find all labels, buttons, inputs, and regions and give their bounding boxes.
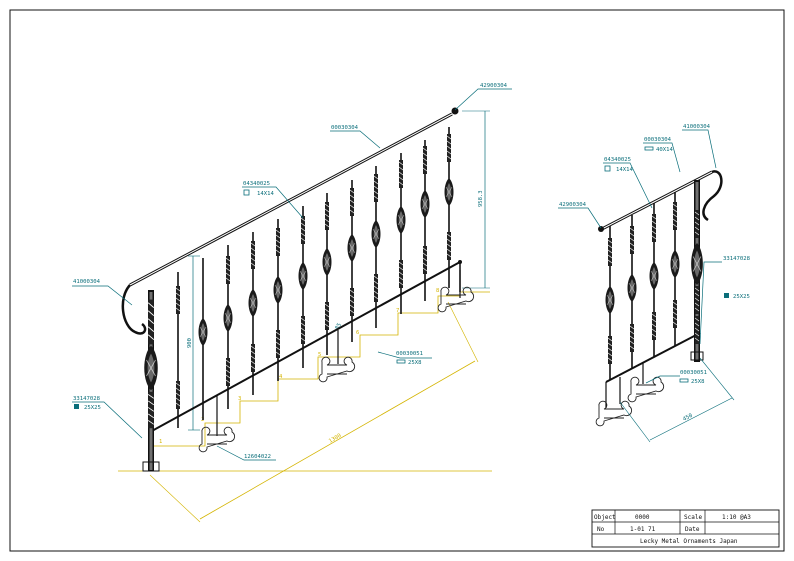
square-tube-icon (724, 293, 729, 298)
dimension-length-right: 450 (619, 357, 735, 443)
scale-value: 1:10 @A3 (722, 514, 751, 521)
callout-bottom-rail-size-right: 25X8 (691, 379, 705, 385)
callout-top-cap: 42900304 (480, 83, 508, 89)
callout-bottom-rail-code-right: 00030051 (680, 370, 707, 376)
callout-baluster-code-right: 04340025 (604, 157, 631, 163)
title-block: Object 0000 Scale 1:10 @A3 No 1-01 71 Da… (591, 509, 780, 548)
step-number: 7 (396, 308, 399, 314)
callout-baluster-size: 14X14 (257, 191, 274, 197)
dimension-height-left-value: 900 (187, 338, 193, 348)
floor-plate-right (627, 376, 665, 403)
callout-scroll-end-right: 41000304 (683, 124, 711, 130)
bottom-rail (149, 261, 461, 433)
step-number: 1 (159, 439, 162, 445)
scroll-end-right (702, 170, 723, 222)
object-value: 0000 (635, 514, 650, 521)
callout-baluster-code: 04340025 (243, 181, 270, 187)
callout-newel-code: 33147028 (73, 396, 101, 402)
callout-scroll-end: 41000304 (73, 279, 101, 285)
callout-top-cap-right: 42900304 (559, 202, 587, 208)
flat-bar-icon (679, 378, 689, 383)
baluster-ornaments (175, 133, 454, 410)
date-label: Date (685, 526, 700, 533)
callout-handrail-right: 00030304 (644, 137, 672, 143)
dimension-height-left: 900 (187, 255, 200, 431)
bottom-rail-right (605, 332, 701, 383)
dimension-height-right-value: 958.3 (478, 190, 484, 207)
step-number: 8 (436, 288, 439, 294)
square-tube-icon (74, 404, 79, 409)
scale-label: Scale (684, 514, 702, 521)
top-cap (451, 107, 459, 115)
scroll-end (121, 284, 147, 335)
callout-baluster-size-right: 14X14 (616, 167, 633, 173)
callout-bottom-rail-code: 00030051 (396, 351, 423, 357)
callout-newel-size: 25X25 (84, 405, 101, 411)
callout-handrail-size-right: 40X14 (656, 147, 673, 153)
dimension-height-right: 958.3 (462, 110, 490, 289)
callout-newel-code-right: 33147028 (723, 256, 751, 262)
dimension-length-right-value: 450 (682, 413, 694, 423)
floor-plate-right (595, 400, 633, 427)
dimension-length: 1300 (149, 301, 479, 523)
top-cap-right (598, 226, 604, 232)
right-callout-leaders (558, 129, 722, 384)
newel-post-right (690, 180, 704, 362)
step-numbers: 1 2 3 4 5 6 7 8 (159, 288, 439, 445)
dimension-step-small: 85 (335, 322, 344, 331)
floor-plate (437, 286, 475, 313)
flat-bar-icon (396, 359, 406, 364)
stair-steps (149, 291, 490, 471)
company-name: Lecky Metal Ornaments Japan (640, 538, 738, 545)
balusters (177, 127, 450, 428)
callout-bottom-rail-size: 25X8 (408, 360, 422, 366)
newel-post (142, 290, 160, 472)
callout-newel-size-right: 25X25 (733, 294, 750, 300)
support-posts-right (619, 362, 644, 404)
square-bar-icon (604, 165, 611, 172)
callout-floor-plate: 12604022 (244, 454, 271, 460)
sheet-border (9, 9, 785, 552)
left-view: 1 2 3 4 5 6 7 8 1300 958.3 90 (72, 83, 512, 523)
no-value: 1-01 71 (630, 526, 656, 533)
floor-plate (318, 356, 356, 383)
step-number: 5 (318, 352, 321, 358)
support-posts (216, 270, 461, 436)
no-label: No (597, 526, 605, 533)
left-callout-leaders (72, 88, 512, 461)
step-number: 4 (279, 374, 283, 380)
callout-handrail: 00030304 (331, 125, 359, 131)
right-view: 450 00030304 40X14 04340025 14X14 410003… (558, 124, 751, 443)
flat-bar-icon (644, 146, 654, 151)
step-number: 3 (238, 396, 241, 402)
baluster-ornaments-right (605, 201, 680, 365)
square-bar-icon (243, 189, 250, 196)
object-label: Object (594, 514, 616, 521)
dimension-length-value: 1300 (328, 433, 342, 445)
step-number: 6 (356, 330, 359, 336)
